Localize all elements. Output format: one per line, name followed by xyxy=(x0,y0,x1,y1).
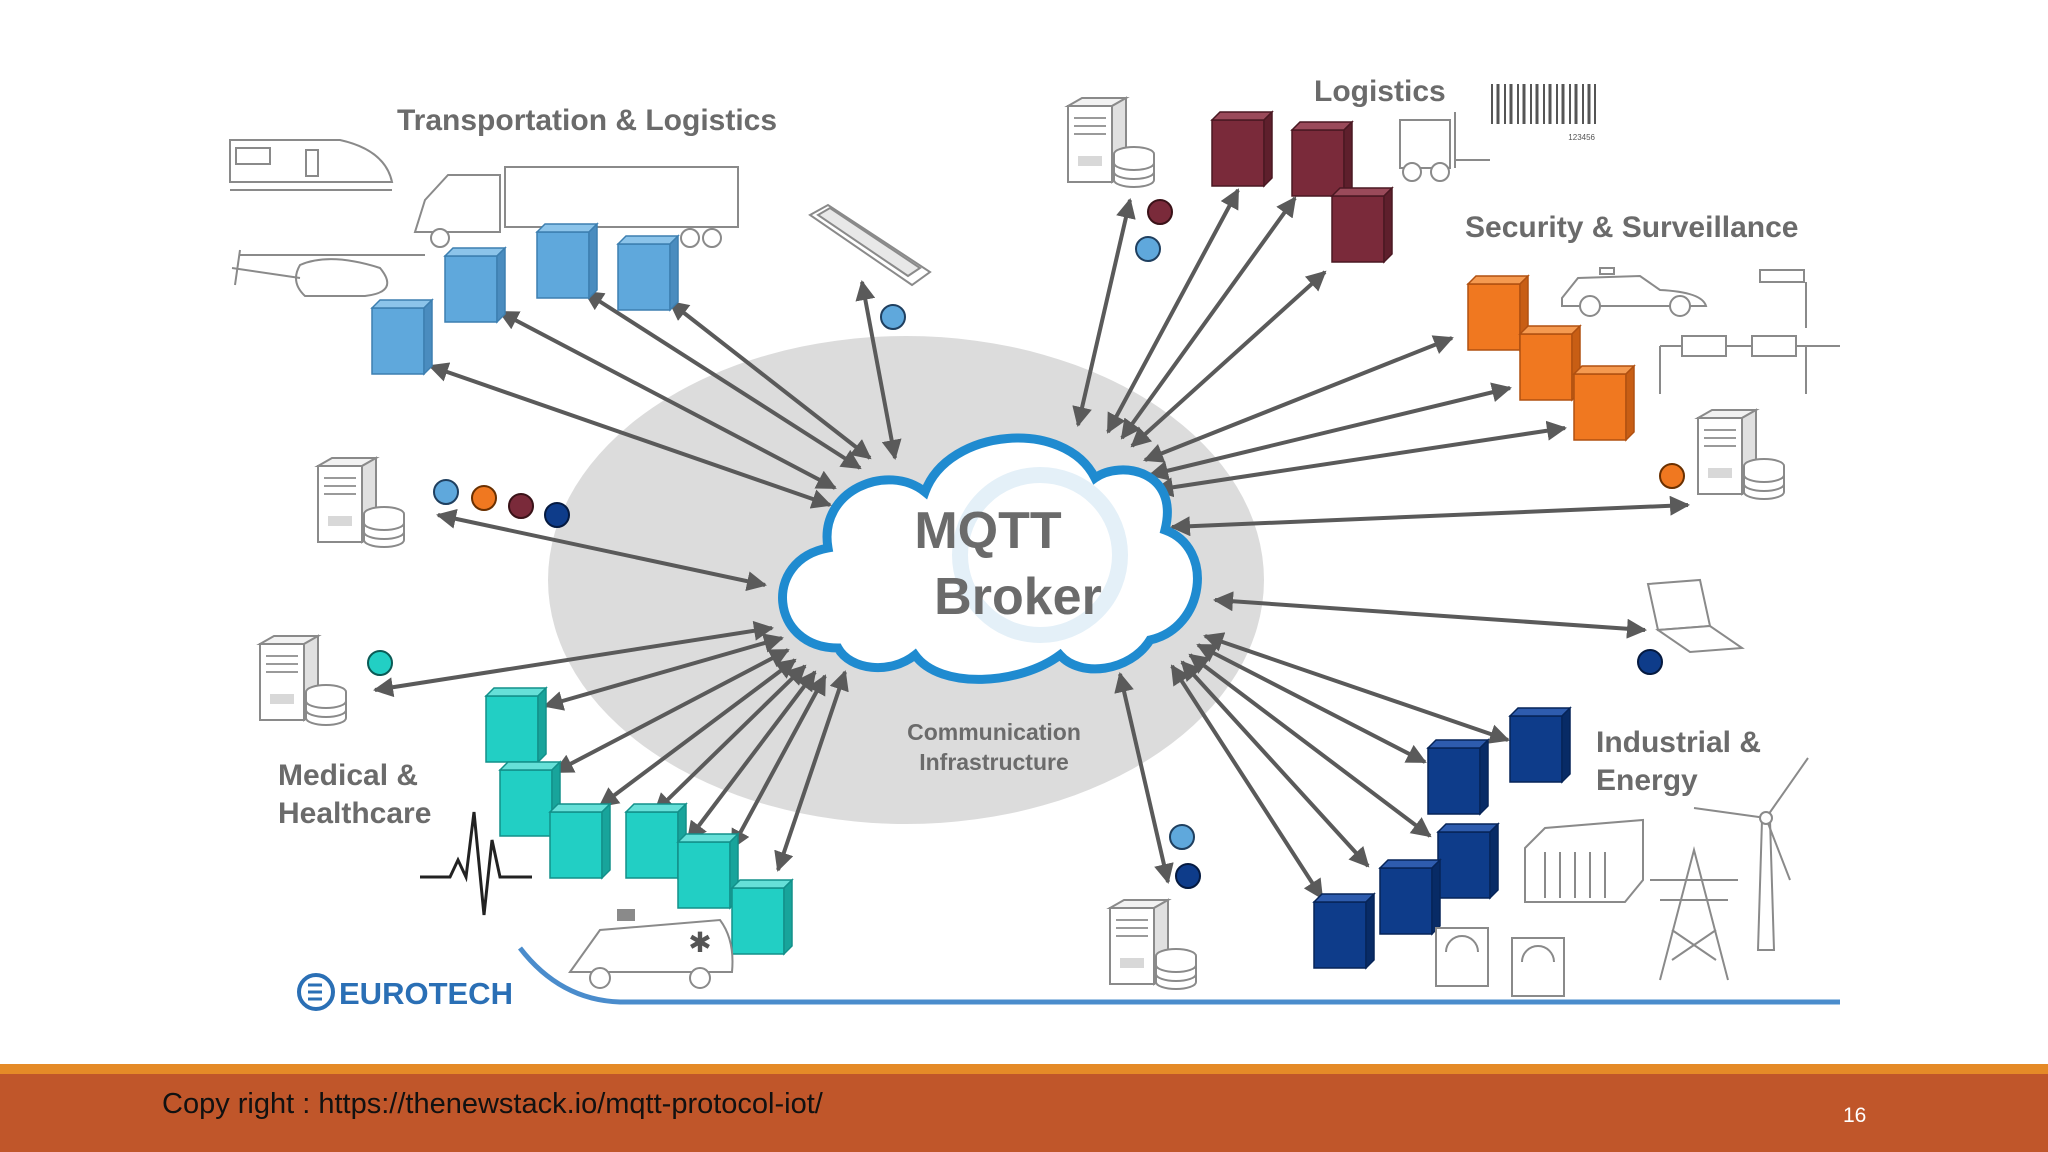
subscriber-dot-orange xyxy=(471,485,497,511)
subscriber-dot-navy xyxy=(544,502,570,528)
broker-label-line2: Broker xyxy=(934,568,1102,626)
page-number: 16 xyxy=(1843,1104,1867,1127)
bottom-server-icon xyxy=(1109,899,1197,990)
medical-devices xyxy=(484,686,794,956)
infrastructure-label-line2: Infrastructure xyxy=(919,749,1069,775)
group-label-logistics: Logistics xyxy=(1314,75,1446,108)
slide-footer: Copy right : https://thenewstack.io/mqtt… xyxy=(0,1074,2048,1152)
police-car-icon xyxy=(1561,267,1708,317)
eurotech-logo: EUROTECH xyxy=(297,973,513,1011)
logistics-devices xyxy=(1210,110,1394,264)
logistics-server-icon xyxy=(1067,97,1155,188)
eurotech-logo-text: EUROTECH xyxy=(339,976,513,1011)
footer-accent-line xyxy=(0,1064,2048,1074)
bottom-topic-dot-blue xyxy=(1169,824,1195,850)
truck-icon xyxy=(413,166,739,248)
forklift-icon xyxy=(1399,112,1490,182)
footer-credit: Copy right : https://thenewstack.io/mqtt… xyxy=(162,1088,823,1120)
ambulance-star-icon: ✱ xyxy=(688,927,711,958)
power-tower-icon xyxy=(1650,846,1738,981)
medical-arrows xyxy=(543,633,849,872)
logistics-topic-dot-blue xyxy=(1135,236,1161,262)
group-label-medical-line2: Healthcare xyxy=(278,797,431,830)
transport-arrows xyxy=(428,280,902,509)
industrial-topic-dot xyxy=(1637,649,1663,675)
bottom-topic-dot-navy xyxy=(1175,863,1201,889)
industrial-controller-icon xyxy=(1524,818,1644,903)
train-icon xyxy=(229,139,394,191)
infrastructure-label-line1: Communication xyxy=(907,719,1081,745)
group-label-industrial-line1: Industrial & xyxy=(1596,726,1761,759)
medical-topic-dot xyxy=(367,650,393,676)
industrial-arrows xyxy=(1114,591,1647,900)
barcode-number: 123456 xyxy=(1568,133,1595,142)
medical-server-icon xyxy=(259,635,347,726)
security-topic-dot xyxy=(1659,463,1685,489)
helicopter-icon xyxy=(231,249,425,297)
broker-label-line1: MQTT xyxy=(914,502,1062,560)
group-label-medical-line1: Medical & xyxy=(278,759,418,792)
barcode-icon xyxy=(1491,84,1596,124)
security-arrows xyxy=(1143,335,1690,537)
group-label-industrial-line2: Energy xyxy=(1596,764,1698,797)
security-devices xyxy=(1466,274,1636,442)
subscriber-dot-blue xyxy=(433,479,459,505)
mqtt-broker-cloud: MQTT Broker xyxy=(778,433,1202,684)
industrial-devices xyxy=(1312,706,1572,970)
surveillance-camera-icon xyxy=(1659,269,1840,394)
baseline-swoosh xyxy=(518,946,1840,1005)
transport-topic-dot xyxy=(880,304,906,330)
meter-icons xyxy=(1435,927,1565,997)
group-label-security: Security & Surveillance xyxy=(1465,211,1799,244)
subscriber-dot-red xyxy=(508,493,534,519)
group-label-transportation: Transportation & Logistics xyxy=(397,104,777,137)
mqtt-architecture-diagram: MQTT Broker Communication Infrastructure… xyxy=(229,75,1840,1011)
laptop-icon xyxy=(1646,578,1745,654)
subscriber-server-icon xyxy=(317,457,405,548)
security-server-icon xyxy=(1697,409,1785,500)
wind-turbine-icon xyxy=(1693,757,1809,951)
ambulance-icon xyxy=(568,909,734,989)
heartbeat-icon xyxy=(420,811,532,916)
logistics-topic-dot-red xyxy=(1147,199,1173,225)
smartphone-icon xyxy=(808,203,932,287)
transport-devices xyxy=(370,222,680,376)
